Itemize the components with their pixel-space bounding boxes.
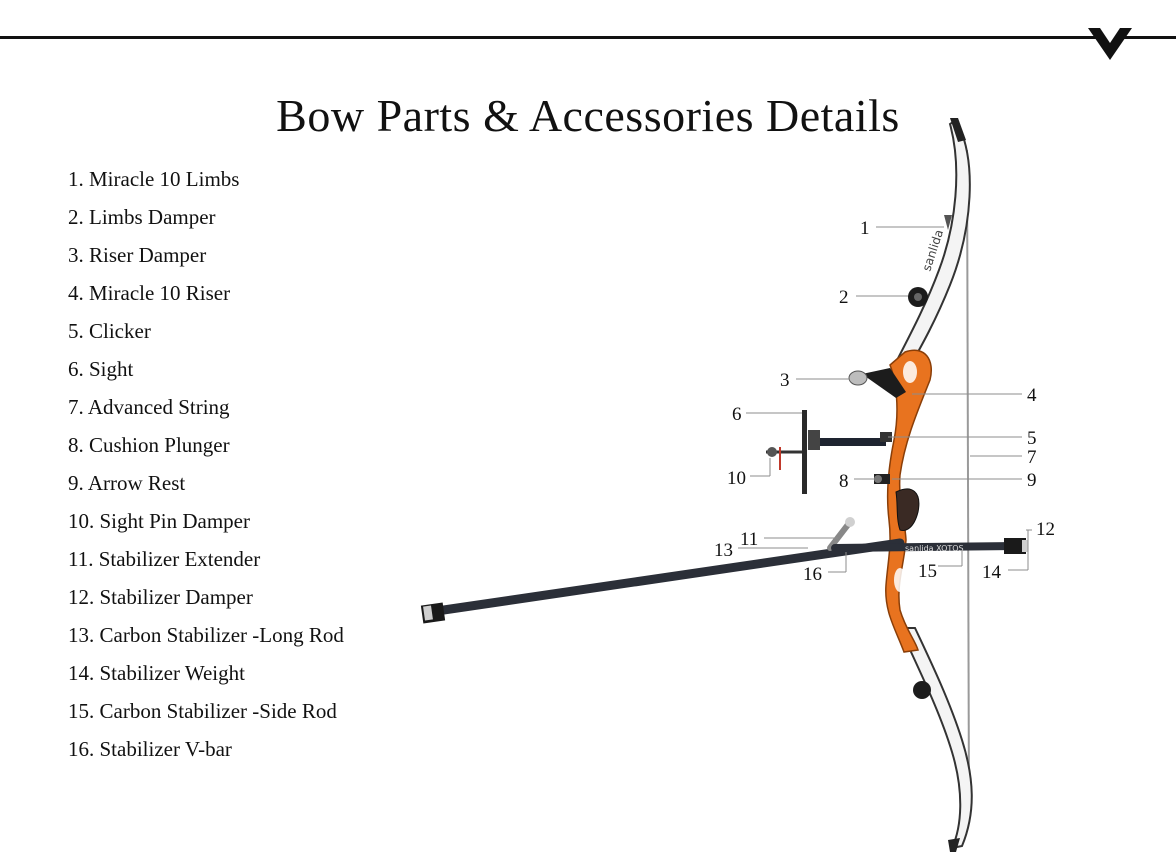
- callout-9: 9: [1027, 470, 1037, 491]
- list-item: 12. Stabilizer Damper: [68, 585, 253, 609]
- svg-text:sanlida XOTOS: sanlida XOTOS: [905, 544, 964, 553]
- lower-limb: [898, 627, 973, 852]
- callout-7: 7: [1027, 447, 1037, 468]
- bow-string: [966, 149, 970, 813]
- list-item: 15. Carbon Stabilizer -Side Rod: [68, 699, 337, 723]
- callout-leader-lines: [738, 226, 1032, 573]
- callout-2: 2: [839, 287, 849, 308]
- riser-damper: [848, 368, 906, 398]
- sight: [766, 410, 886, 494]
- callout-11: 11: [740, 529, 758, 550]
- list-item: 13. Carbon Stabilizer -Long Rod: [68, 623, 344, 647]
- list-item: 6. Sight: [68, 357, 134, 381]
- clicker: [880, 432, 892, 442]
- chevron-down-icon: [1088, 28, 1132, 60]
- callout-6: 6: [732, 404, 742, 425]
- callout-8: 8: [839, 471, 849, 492]
- list-item: 11. Stabilizer Extender: [68, 547, 261, 571]
- side-rod-stabilizer: sanlida XOTOS: [831, 538, 1028, 554]
- list-item: 3. Riser Damper: [68, 243, 207, 267]
- page-title: Bow Parts & Accessories Details: [276, 89, 900, 141]
- limb-damper-top: [908, 287, 928, 307]
- callout-13: 13: [714, 540, 733, 561]
- parts-list: 1. Miracle 10 Limbs 2. Limbs Damper 3. R…: [68, 162, 344, 770]
- callout-12: 12: [1036, 519, 1055, 540]
- long-rod-stabilizer: [420, 538, 905, 624]
- upper-limb: sanlida: [891, 118, 971, 372]
- callout-14: 14: [982, 562, 1002, 583]
- list-item: 9. Arrow Rest: [68, 471, 186, 495]
- callout-4: 4: [1027, 385, 1037, 406]
- callout-5: 5: [1027, 428, 1037, 449]
- list-item: 7. Advanced String: [68, 395, 230, 419]
- riser: [885, 349, 932, 653]
- callout-3: 3: [780, 370, 790, 391]
- list-item: 16. Stabilizer V-bar: [68, 737, 232, 761]
- callout-1: 1: [860, 218, 870, 239]
- list-item: 4. Miracle 10 Riser: [68, 281, 231, 305]
- list-item: 8. Cushion Plunger: [68, 433, 230, 457]
- stabilizer-extender: [827, 517, 855, 551]
- top-divider-line: [0, 36, 1176, 39]
- list-item: 2. Limbs Damper: [68, 205, 216, 229]
- limb-damper-bottom: [913, 681, 931, 699]
- callout-10: 10: [727, 468, 746, 489]
- list-item: 14. Stabilizer Weight: [68, 661, 245, 685]
- cushion-plunger: [874, 474, 890, 484]
- callout-16: 16: [803, 564, 822, 585]
- list-item: 5. Clicker: [68, 319, 151, 343]
- list-item: 1. Miracle 10 Limbs: [68, 167, 240, 191]
- callout-15: 15: [918, 561, 937, 582]
- list-item: 10. Sight Pin Damper: [68, 509, 250, 533]
